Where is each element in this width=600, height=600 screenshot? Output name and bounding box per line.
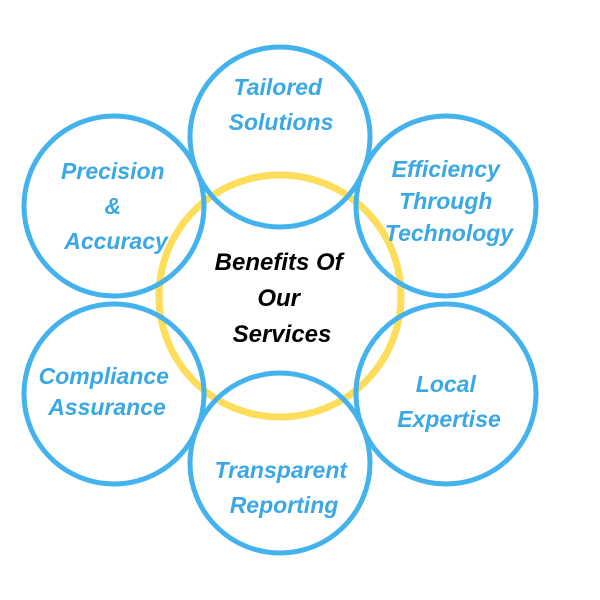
satellite-ring-transparent-reporting	[187, 370, 373, 556]
satellite-label-local-expertise: Local Expertise	[397, 371, 501, 432]
satellite-ring-efficiency-through-technology	[353, 113, 539, 299]
satellite-ring-precision-accuracy	[21, 113, 207, 299]
satellite-label-tailored-solutions: Tailored Solutions	[229, 74, 334, 135]
satellite-ring-compliance-assurance	[21, 301, 207, 487]
satellite-ring-local-expertise	[353, 301, 539, 487]
satellite-label-efficiency-through-technology: Efficiency Through Technology	[385, 156, 514, 246]
satellite-label-compliance-assurance: Compliance Assurance	[39, 363, 176, 420]
center-ring	[155, 171, 405, 421]
center-label: Benefits Of Our Services	[215, 249, 350, 348]
satellite-label-precision-accuracy: Precision & Accuracy	[61, 158, 171, 254]
satellite-label-transparent-reporting: Transparent Reporting	[215, 457, 354, 518]
satellite-ring-tailored-solutions	[187, 44, 373, 230]
